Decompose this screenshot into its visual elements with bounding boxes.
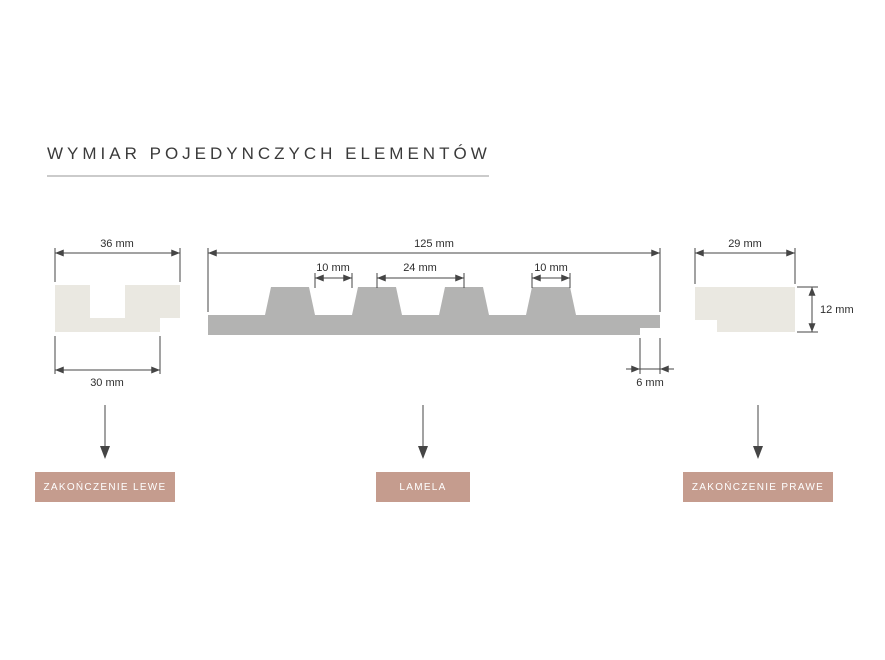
- lamella-slat-1: [265, 287, 315, 315]
- down-arrow-icon: [418, 446, 428, 459]
- left-top-dimension-label: 36 mm: [100, 238, 134, 250]
- lamella-profile: [208, 287, 660, 335]
- left-endcap-profile: [55, 285, 180, 332]
- lamella-pitch-dimension-label: 24 mm: [403, 262, 437, 274]
- label-box-left-endcap-text: ZAKOŃCZENIE LEWE: [43, 481, 167, 493]
- lamella-tongue-dimension-label: 6 mm: [636, 377, 664, 389]
- lamella-gap-dimension-label: 10 mm: [316, 262, 350, 274]
- lamella-slat-2: [352, 287, 402, 315]
- down-arrow-icon: [753, 446, 763, 459]
- label-box-right-endcap-text: ZAKOŃCZENIE PRAWE: [691, 481, 825, 493]
- label-box-right-endcap: ZAKOŃCZENIE PRAWE: [683, 472, 833, 502]
- lamella-slat-top-dimension-label: 10 mm: [534, 262, 568, 274]
- lamella-base: [208, 315, 660, 335]
- label-box-lamella-text: LAMELA: [399, 481, 447, 493]
- right-endcap-profile: [695, 287, 795, 332]
- left-bottom-dimension-label: 30 mm: [90, 377, 124, 389]
- lamella-slat-4: [526, 287, 576, 315]
- page-title: WYMIAR POJEDYNCZYCH ELEMENTÓW: [47, 144, 491, 163]
- title-underline: [47, 175, 489, 177]
- down-arrow-icon: [100, 446, 110, 459]
- right-top-dimension-label: 29 mm: [728, 238, 762, 250]
- label-box-left-endcap: ZAKOŃCZENIE LEWE: [35, 472, 175, 502]
- pointer-arrowheads: [100, 446, 763, 459]
- lamella-total-dimension-label: 125 mm: [414, 238, 454, 250]
- lamella-slat-3: [439, 287, 489, 315]
- dimension-linework: [54, 248, 818, 447]
- right-height-dimension-label: 12 mm: [820, 304, 854, 316]
- label-box-lamella: LAMELA: [376, 472, 470, 502]
